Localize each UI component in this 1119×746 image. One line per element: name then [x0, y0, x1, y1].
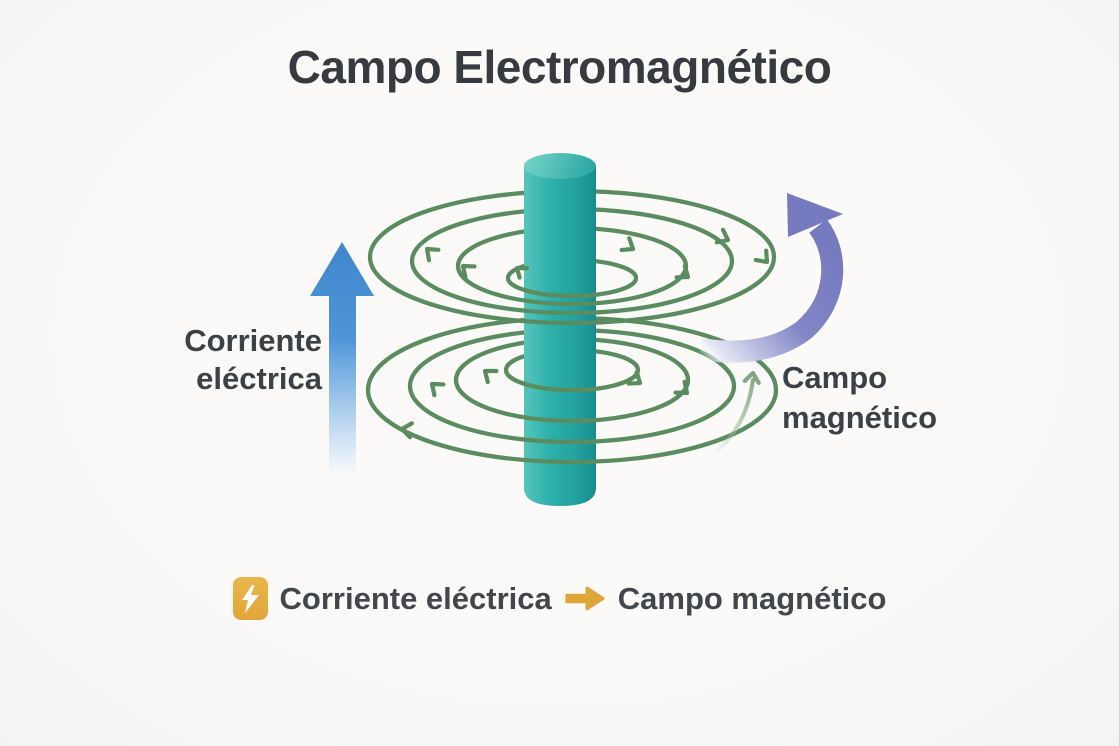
magnetic-label-line2: magnético	[782, 400, 938, 435]
field-direction-chevrons	[399, 227, 770, 440]
field-line-leader	[712, 378, 755, 456]
conductor-rod	[524, 153, 596, 506]
magnetic-curved-arrow	[698, 193, 844, 363]
current-label: Corriente eléctrica	[100, 322, 322, 398]
current-label-line2: eléctrica	[196, 361, 322, 396]
legend: Corriente eléctrica Campo magnético	[0, 577, 1119, 620]
page-title: Campo Electromagnético	[287, 41, 832, 93]
right-arrow-icon	[565, 586, 605, 611]
current-label-line1: Corriente	[184, 323, 322, 358]
magnetic-label-line1: Campo	[782, 360, 888, 395]
legend-current-label: Corriente eléctrica	[279, 580, 552, 616]
magnetic-label: Campo magnético	[782, 358, 937, 438]
current-up-arrow	[310, 242, 374, 476]
field-lines-front	[365, 256, 779, 465]
conductor-top-face	[524, 153, 596, 179]
legend-magnetic-label: Campo magnético	[617, 580, 887, 616]
lightning-bolt-icon	[232, 577, 268, 620]
